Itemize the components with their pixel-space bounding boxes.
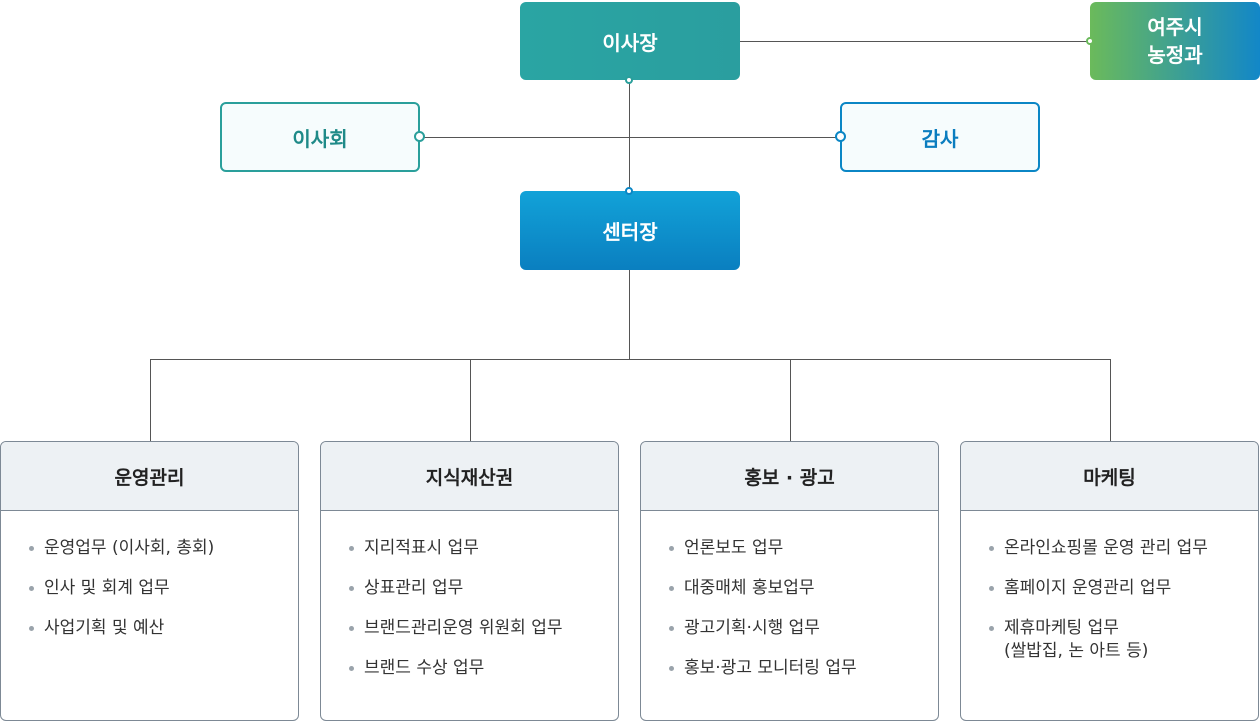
dept-task-list: 언론보도 업무 대중매체 홍보업무 광고기획·시행 업무 홍보·광고 모니터링 … — [641, 511, 938, 680]
connector-dept-3 — [790, 359, 791, 441]
task-item: 홍보·광고 모니터링 업무 — [669, 657, 938, 680]
task-item: 운영업무 (이사회, 총회) — [29, 537, 298, 560]
task-item: 지리적표시 업무 — [349, 537, 618, 560]
chairman-label: 이사장 — [602, 30, 658, 55]
task-item: 대중매체 홍보업무 — [669, 577, 938, 600]
task-item: 상표관리 업무 — [349, 577, 618, 600]
task-item: 광고기획·시행 업무 — [669, 617, 938, 640]
center-director-box: 센터장 — [520, 191, 740, 270]
connector-dot — [625, 187, 633, 195]
dept-task-list: 지리적표시 업무 상표관리 업무 브랜드관리운영 위원회 업무 브랜드 수상 업… — [321, 511, 618, 680]
connector-dept-4 — [1110, 359, 1111, 441]
dept-title: 지식재산권 — [321, 442, 618, 511]
board-box: 이사회 — [220, 102, 420, 172]
dept-task-list: 온라인쇼핑몰 운영 관리 업무 홈페이지 운영관리 업무 제휴마케팅 업무 (쌀… — [961, 511, 1258, 663]
task-item: 브랜드관리운영 위원회 업무 — [349, 617, 618, 640]
connector-center-branch — [629, 270, 630, 360]
connector-chairman-center — [629, 80, 630, 191]
task-item: 제휴마케팅 업무 (쌀밥집, 논 아트 등) — [989, 617, 1258, 663]
connector-dot — [414, 131, 425, 142]
dept-operations: 운영관리 운영업무 (이사회, 총회) 인사 및 회계 업무 사업기획 및 예산 — [0, 441, 299, 721]
task-item: 온라인쇼핑몰 운영 관리 업무 — [989, 537, 1258, 560]
city-office-label: 여주시 농정과 — [1147, 15, 1203, 67]
task-item: 언론보도 업무 — [669, 537, 938, 560]
task-item: 인사 및 회계 업무 — [29, 577, 298, 600]
dept-title: 홍보 · 광고 — [641, 442, 938, 511]
city-office-box: 여주시 농정과 — [1090, 2, 1260, 80]
task-item: 브랜드 수상 업무 — [349, 657, 618, 680]
connector-horizontal-branch — [150, 359, 1111, 360]
dept-promotion: 홍보 · 광고 언론보도 업무 대중매체 홍보업무 광고기획·시행 업무 홍보·… — [640, 441, 939, 721]
center-director-label: 센터장 — [602, 220, 658, 244]
connector-board-audit — [420, 137, 840, 138]
dept-marketing: 마케팅 온라인쇼핑몰 운영 관리 업무 홈페이지 운영관리 업무 제휴마케팅 업… — [960, 441, 1259, 721]
chairman-box: 이사장 — [520, 2, 740, 80]
connector-dot — [835, 131, 846, 142]
connector-dept-2 — [470, 359, 471, 441]
connector-dept-1 — [150, 359, 151, 441]
task-item: 사업기획 및 예산 — [29, 617, 298, 640]
dept-task-list: 운영업무 (이사회, 총회) 인사 및 회계 업무 사업기획 및 예산 — [1, 511, 298, 640]
connector-dot — [625, 76, 633, 84]
audit-box: 감사 — [840, 102, 1040, 172]
board-label: 이사회 — [292, 126, 348, 151]
audit-label: 감사 — [921, 126, 959, 151]
task-item: 홈페이지 운영관리 업무 — [989, 577, 1258, 600]
connector-chairman-city — [740, 41, 1090, 42]
dept-title: 운영관리 — [1, 442, 298, 511]
dept-intellectual-property: 지식재산권 지리적표시 업무 상표관리 업무 브랜드관리운영 위원회 업무 브랜… — [320, 441, 619, 721]
connector-dot — [1086, 37, 1094, 45]
dept-title: 마케팅 — [961, 442, 1258, 511]
